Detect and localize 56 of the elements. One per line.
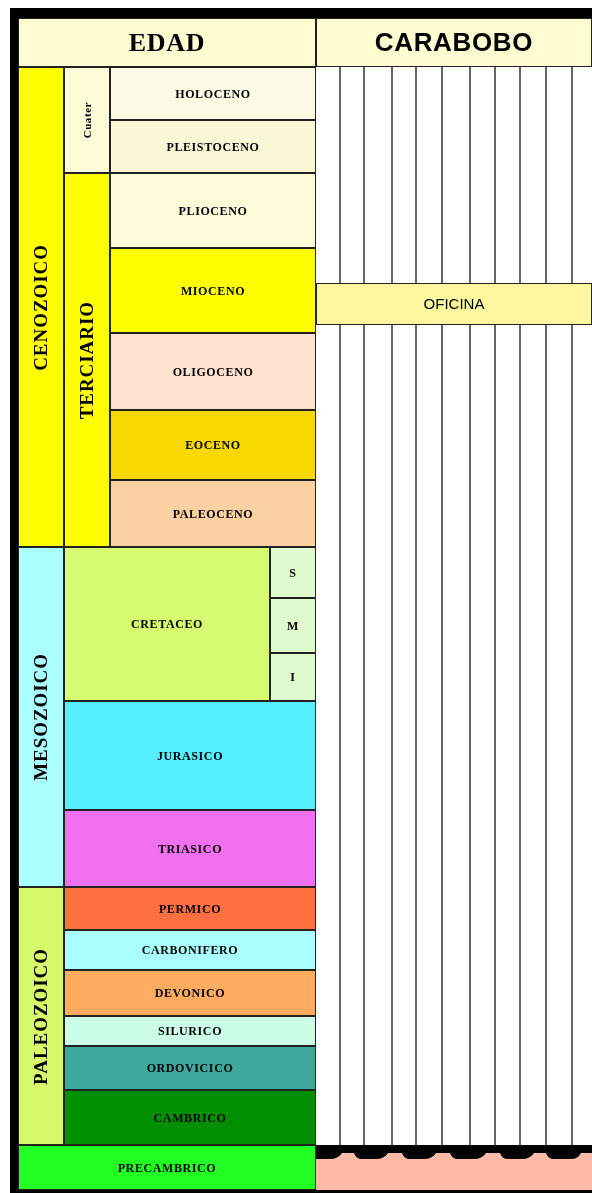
column-header: [316, 18, 592, 67]
period-band: [64, 810, 316, 887]
epoch-band: [270, 598, 316, 653]
period-band: [64, 1090, 316, 1145]
band-label: CARABOBO: [374, 26, 534, 59]
era-band: [18, 887, 64, 1145]
band-label: PERMICO: [158, 900, 222, 918]
band-label: PALEOZOICO: [28, 947, 52, 1085]
band-label: SILURICO: [157, 1023, 223, 1040]
band-label: MESOZOICO: [28, 653, 52, 781]
period-band: [64, 1046, 316, 1090]
band-label: EDAD: [128, 27, 206, 59]
band-label: HOLOCENO: [175, 85, 251, 103]
formation-band: [316, 283, 592, 325]
band-label: CRETACEO: [131, 616, 203, 633]
band-label: PLEISTOCENO: [166, 138, 260, 156]
column-header: [18, 18, 316, 67]
epoch-band: [270, 653, 316, 701]
epoch-band: [110, 410, 316, 480]
epoch-band: [110, 333, 316, 410]
band-label: PALEOCENO: [172, 505, 254, 523]
band-label: CARBONIFERO: [141, 942, 239, 959]
period-band: [64, 701, 316, 810]
band-label: M: [287, 617, 299, 635]
band-label: MIOCENO: [180, 282, 246, 300]
band-label: TERCIARIO: [74, 300, 98, 420]
period-band: [64, 930, 316, 970]
band-label: PLIOCENO: [178, 202, 248, 220]
band-label: S: [289, 564, 297, 582]
period-band: [64, 547, 270, 701]
band-label: PRECAMBRICO: [117, 1159, 217, 1177]
band-label: DEVONICO: [154, 985, 226, 1002]
band-label: Cuater: [79, 101, 94, 139]
band-label: TRIASICO: [157, 840, 223, 858]
period-band: [64, 173, 110, 547]
era-band: [18, 67, 64, 547]
era-band: [18, 547, 64, 887]
period-band: [64, 887, 316, 930]
epoch-band: [110, 248, 316, 333]
band-label: CENOZOICO: [28, 243, 52, 371]
period-band: [64, 1016, 316, 1046]
band-label: JURASICO: [156, 747, 224, 765]
eon-band: [18, 1145, 316, 1190]
band-label: OFICINA: [423, 293, 485, 314]
epoch-band: [110, 173, 316, 248]
epoch-band: [110, 480, 316, 547]
band-label: I: [290, 669, 296, 686]
band-label: ORDOVICICO: [146, 1060, 234, 1077]
band-label: OLIGOCENO: [172, 363, 254, 381]
band-label: CAMBRICO: [153, 1109, 227, 1127]
period-band: [64, 67, 110, 173]
epoch-band: [110, 67, 316, 120]
epoch-band: [110, 120, 316, 173]
epoch-band: [270, 547, 316, 598]
period-band: [64, 970, 316, 1016]
band-label: EOCENO: [185, 437, 241, 454]
